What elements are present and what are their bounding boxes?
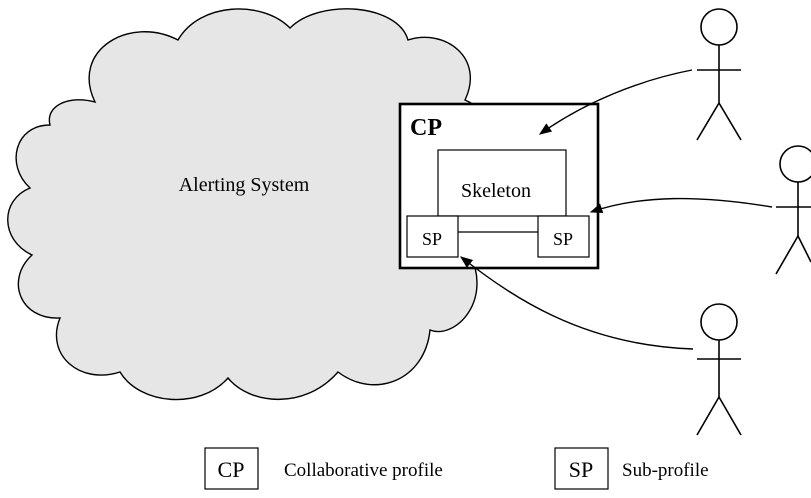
collaborative-profile-box: CP Skeleton SP SP xyxy=(398,102,600,270)
legend-cp-label: Collaborative profile xyxy=(284,460,443,481)
top-actor-head xyxy=(700,8,738,46)
bottom-actor-right-leg xyxy=(718,396,742,436)
legend-cp-box xyxy=(204,447,259,490)
middle-actor-right-leg xyxy=(797,235,811,263)
legend-item-collaborative-profile: CP Collaborative profile xyxy=(204,447,443,490)
sub-profile-box-right xyxy=(537,215,590,258)
bottom-actor-head xyxy=(700,303,738,341)
legend-sp-label: Sub-profile xyxy=(622,460,709,481)
bottom-actor-left-leg xyxy=(696,396,720,436)
cloud-shape xyxy=(7,8,493,401)
legend-sp-box xyxy=(554,447,609,490)
sub-profile-label-right: SP xyxy=(553,229,573,249)
bottom-actor xyxy=(696,303,742,436)
arrow-bottom-actor-to-left-sp xyxy=(460,256,694,350)
cloud-label: Alerting System xyxy=(179,174,310,196)
skeleton-box xyxy=(437,149,567,217)
top-actor xyxy=(696,8,742,141)
legend-sp-symbol: SP xyxy=(569,457,593,482)
cp-title: CP xyxy=(410,115,442,141)
arrow-top-actor-to-skeleton xyxy=(538,69,693,135)
middle-actor-left-leg xyxy=(775,235,799,275)
legend: CP Collaborative profile SP Sub-profile xyxy=(204,447,709,490)
legend-item-sub-profile: SP Sub-profile xyxy=(554,447,709,490)
top-actor-left-leg xyxy=(696,102,720,141)
arrow-middle-actor-to-right-sp xyxy=(589,197,773,214)
sub-profile-label-left: SP xyxy=(422,229,442,249)
sub-profile-box-left xyxy=(406,215,459,258)
middle-actor-head xyxy=(779,145,811,183)
legend-cp-symbol: CP xyxy=(218,457,245,482)
top-actor-right-leg xyxy=(718,102,742,141)
middle-actor xyxy=(775,145,811,275)
alerting-system-cloud: Alerting System xyxy=(7,8,493,401)
skeleton-label: Skeleton xyxy=(461,180,531,202)
